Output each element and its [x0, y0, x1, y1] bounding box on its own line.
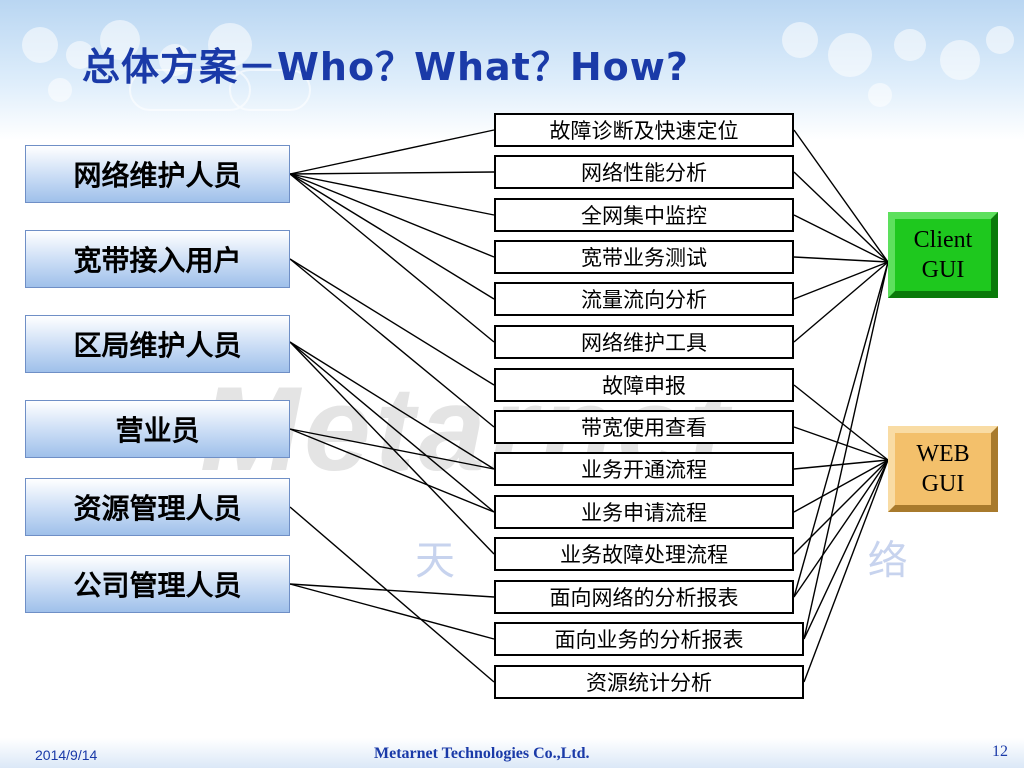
function-web-connector — [793, 384, 889, 461]
function-client-connector — [793, 214, 889, 263]
role-function-connector — [289, 258, 495, 386]
role-function-connector — [289, 583, 495, 598]
function-client-connector — [803, 261, 889, 640]
function-box-14: 资源统计分析 — [494, 665, 804, 699]
role-box-5: 资源管理人员 — [25, 478, 290, 536]
function-box-1: 故障诊断及快速定位 — [494, 113, 794, 147]
footer-bar — [0, 738, 1024, 768]
header-bubble-decoration — [22, 20, 1014, 111]
function-web-connector — [793, 459, 889, 513]
function-client-connector — [793, 261, 889, 343]
web-gui-line1: WEB — [916, 441, 970, 467]
client-gui-box: Client GUI — [888, 212, 998, 298]
function-web-connector — [803, 459, 889, 683]
role-function-connector — [289, 341, 495, 513]
client-gui-line2: GUI — [921, 257, 965, 283]
role-function-connector — [289, 173, 495, 258]
function-client-connector — [793, 171, 889, 263]
role-function-connector — [289, 173, 495, 343]
role-box-6: 公司管理人员 — [25, 555, 290, 613]
function-box-9: 业务开通流程 — [494, 452, 794, 486]
role-function-connector — [289, 173, 495, 216]
role-function-connector — [289, 506, 495, 683]
function-client-connector — [793, 261, 889, 598]
function-box-10: 业务申请流程 — [494, 495, 794, 529]
function-box-5: 流量流向分析 — [494, 282, 794, 316]
role-function-connector — [289, 428, 495, 470]
web-gui-line2: GUI — [921, 471, 965, 497]
function-web-connector — [793, 459, 889, 598]
role-function-connector — [289, 129, 495, 175]
role-box-3: 区局维护人员 — [25, 315, 290, 373]
function-box-12: 面向网络的分析报表 — [494, 580, 794, 614]
function-box-8: 带宽使用查看 — [494, 410, 794, 444]
footer-company: Metarnet Technologies Co.,Ltd. — [374, 745, 590, 762]
role-function-connector — [289, 341, 495, 555]
function-client-connector — [793, 261, 889, 300]
function-client-connector — [793, 129, 889, 263]
function-web-connector — [803, 459, 889, 640]
web-gui-box: WEB GUI — [888, 426, 998, 512]
footer-page-number: 12 — [992, 743, 1008, 760]
client-gui-line1: Client — [913, 227, 973, 253]
function-box-3: 全网集中监控 — [494, 198, 794, 232]
role-box-1: 网络维护人员 — [25, 145, 290, 203]
function-client-connector — [793, 256, 889, 263]
function-box-13: 面向业务的分析报表 — [494, 622, 804, 656]
function-web-connector — [793, 459, 889, 470]
role-box-2: 宽带接入用户 — [25, 230, 290, 288]
role-function-connector — [289, 173, 495, 300]
function-box-4: 宽带业务测试 — [494, 240, 794, 274]
function-box-11: 业务故障处理流程 — [494, 537, 794, 571]
slide-title: 总体方案－Who？What？How? — [82, 45, 689, 89]
role-function-connector — [289, 341, 495, 470]
function-box-6: 网络维护工具 — [494, 325, 794, 359]
function-box-7: 故障申报 — [494, 368, 794, 402]
role-function-connector — [289, 583, 495, 640]
role-function-connector — [289, 171, 495, 175]
function-box-2: 网络性能分析 — [494, 155, 794, 189]
role-function-connector — [289, 428, 495, 513]
function-web-connector — [793, 459, 889, 555]
role-function-connector — [289, 258, 495, 428]
role-box-4: 营业员 — [25, 400, 290, 458]
function-web-connector — [793, 426, 889, 461]
footer-date: 2014/9/14 — [35, 747, 98, 763]
